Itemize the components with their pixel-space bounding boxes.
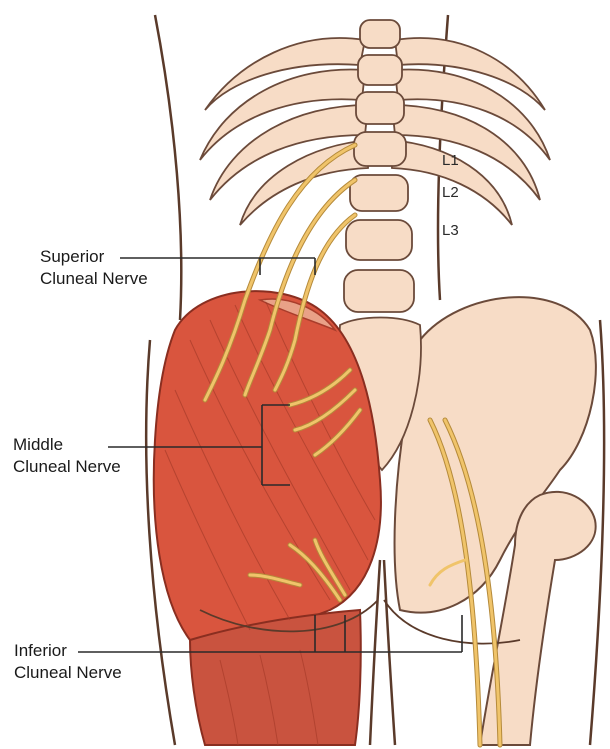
superior-label-line2: Cluneal Nerve [40,268,148,290]
vertebra-label-l2: L2 [442,184,459,201]
inferior-label-line1: Inferior [14,640,122,662]
middle-label-line2: Cluneal Nerve [13,456,121,478]
superior-cluneal-label: Superior Cluneal Nerve [40,246,148,290]
pelvis-right [395,297,596,612]
superior-label-line1: Superior [40,246,148,268]
vertebra-label-l3: L3 [442,222,459,239]
middle-cluneal-label: Middle Cluneal Nerve [13,434,121,478]
inferior-cluneal-label: Inferior Cluneal Nerve [14,640,122,684]
gluteus-muscle [154,291,381,745]
middle-label-line1: Middle [13,434,121,456]
inferior-label-line2: Cluneal Nerve [14,662,122,684]
vertebra-label-l1: L1 [442,152,459,169]
